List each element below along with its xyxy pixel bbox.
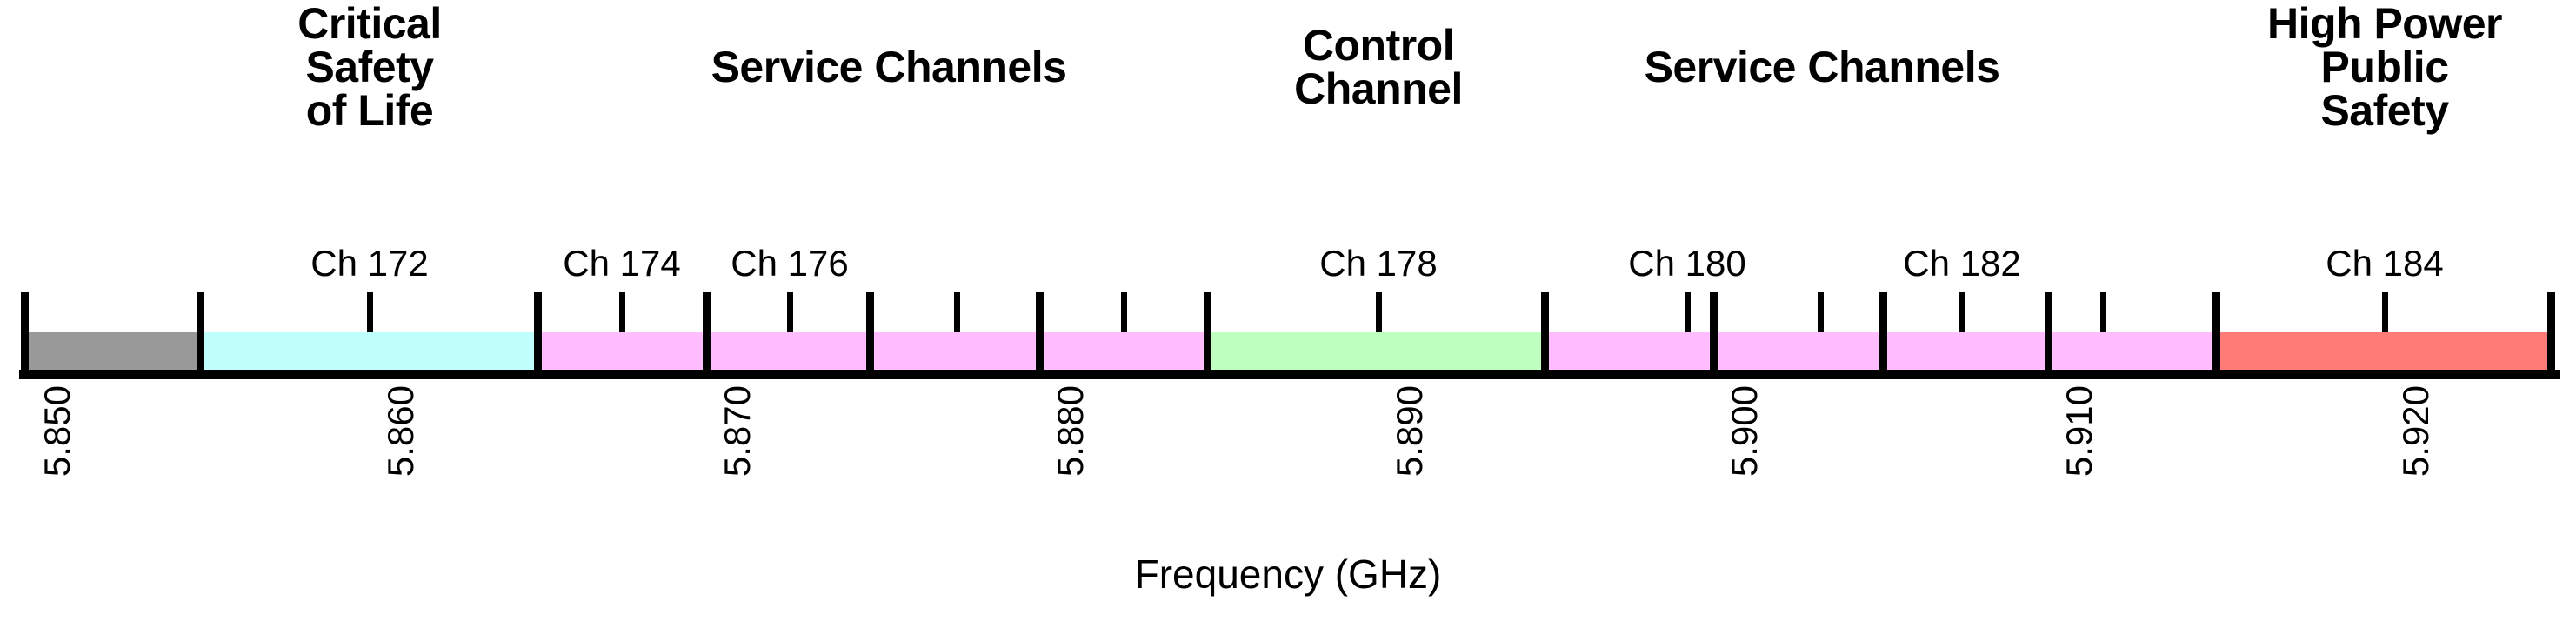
segment-critical-safety-of-life [200, 332, 540, 370]
channel-center-tick [1818, 292, 1824, 332]
band-label-service-channels-right: Service Channels [1644, 43, 2000, 91]
division-tick [1204, 292, 1211, 372]
division-tick [197, 292, 204, 372]
segment-high-power-public-safety [2216, 332, 2551, 370]
channel-center-tick [954, 292, 960, 332]
channel-label-ch-174: Ch 174 [563, 243, 681, 284]
segment-reserved [29, 332, 200, 370]
channel-label-ch-182: Ch 182 [1903, 243, 2021, 284]
channel-center-tick [2382, 292, 2388, 332]
band-label-high-power-public-safety: High Power Public Safety [2266, 0, 2503, 135]
freq-tick-label-5850: 5.850 [37, 385, 77, 478]
spectrum-bar [29, 332, 2551, 370]
channel-center-tick [367, 292, 373, 332]
band-label-control-channel: Control Channel [1294, 21, 1463, 113]
freq-tick-label-5910: 5.910 [2059, 385, 2099, 478]
freq-tick-label-5900: 5.900 [1724, 385, 1765, 478]
division-tick [1036, 292, 1044, 372]
division-tick [2547, 292, 2555, 372]
freq-tick-label-5860: 5.860 [380, 385, 421, 478]
channel-center-tick [787, 292, 793, 332]
division-tick [1710, 292, 1718, 372]
freq-tick-label-5920: 5.920 [2395, 385, 2436, 478]
division-tick [1879, 292, 1887, 372]
channel-label-ch-178: Ch 178 [1319, 243, 1438, 284]
freq-tick-label-5890: 5.890 [1389, 385, 1430, 478]
division-tick [21, 292, 29, 372]
division-tick [2212, 292, 2220, 372]
axis-baseline [19, 370, 2560, 379]
channel-label-ch-176: Ch 176 [731, 243, 849, 284]
channel-center-tick [619, 292, 625, 332]
channel-center-tick [1376, 292, 1382, 332]
channel-center-tick [1959, 292, 1965, 332]
band-label-critical-safety-of-life: Critical Safety of Life [297, 0, 442, 135]
channel-center-tick [2100, 292, 2106, 332]
division-tick [866, 292, 874, 372]
freq-tick-label-5880: 5.880 [1050, 385, 1091, 478]
channel-center-tick [1685, 292, 1691, 332]
freq-tick-label-5870: 5.870 [717, 385, 757, 478]
division-tick [534, 292, 542, 372]
channel-label-ch-172: Ch 172 [310, 243, 429, 284]
channel-label-ch-184: Ch 184 [2326, 243, 2444, 284]
segment-control-channel [1207, 332, 1545, 370]
axis-title-frequency: Frequency (GHz) [1134, 551, 1442, 597]
band-label-service-channels-left: Service Channels [711, 43, 1067, 91]
division-tick [2045, 292, 2052, 372]
division-tick [703, 292, 711, 372]
channel-center-tick [1121, 292, 1127, 332]
channel-label-ch-180: Ch 180 [1628, 243, 1746, 284]
division-tick [1541, 292, 1549, 372]
